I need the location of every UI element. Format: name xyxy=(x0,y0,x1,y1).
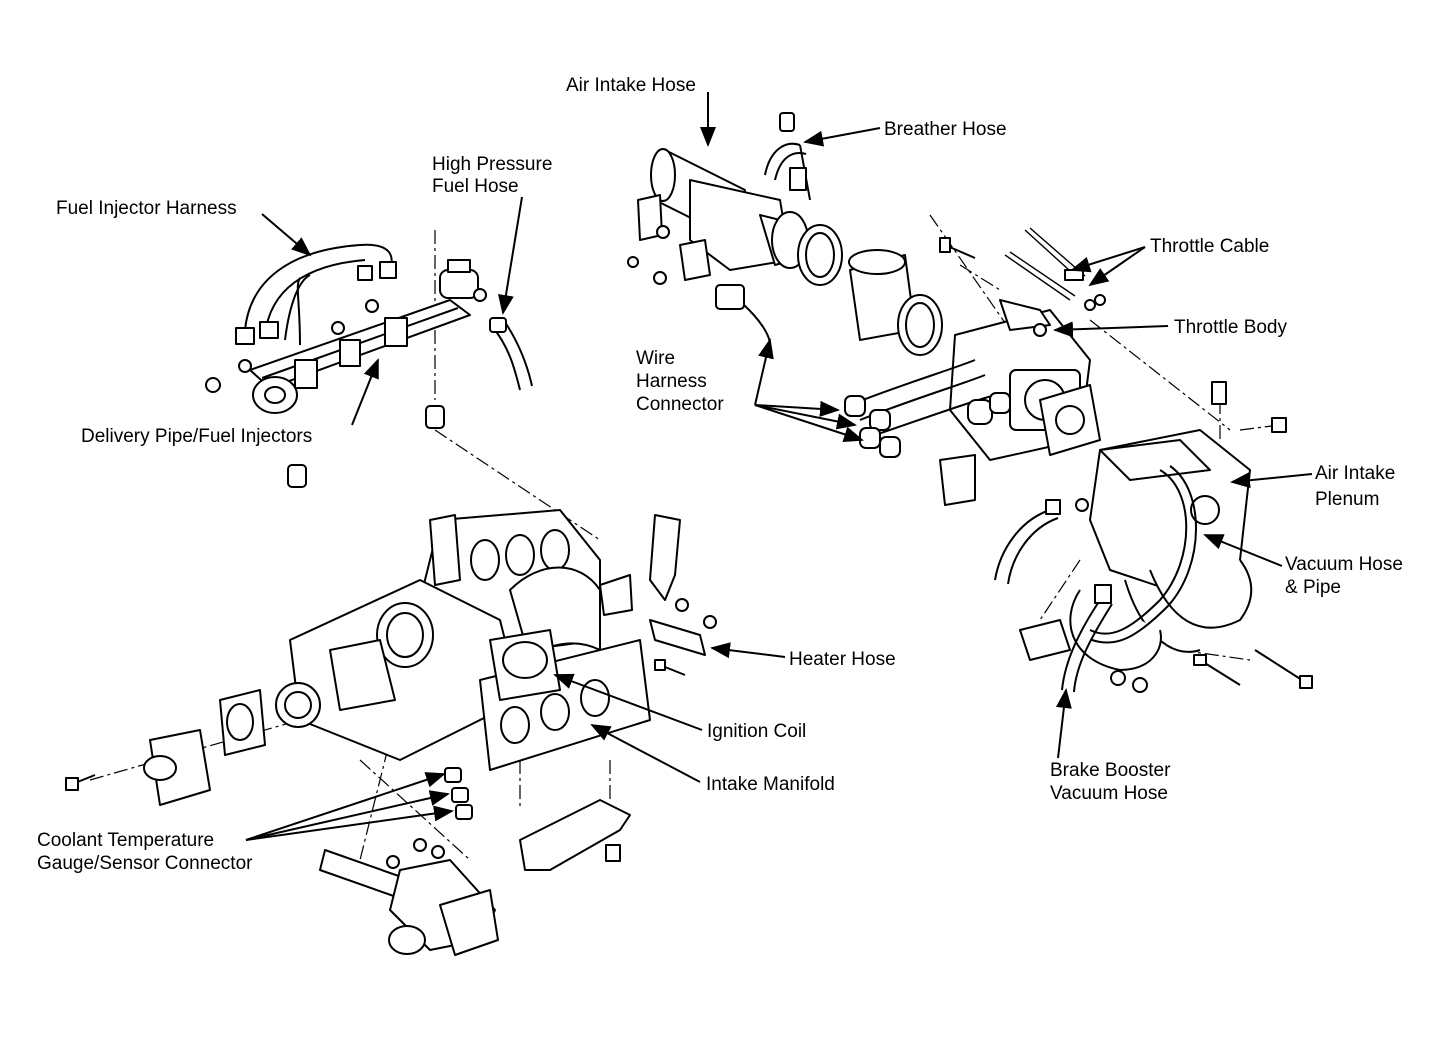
label-wire-harness-connector-line1: Wire xyxy=(636,348,675,369)
label-air-intake-plenum-line1: Air Intake xyxy=(1315,463,1395,484)
label-throttle-body: Throttle Body xyxy=(1174,317,1287,338)
label-breather-hose: Breather Hose xyxy=(884,119,1007,140)
label-heater-hose: Heater Hose xyxy=(789,649,896,670)
label-fuel-injector-harness: Fuel Injector Harness xyxy=(56,198,237,219)
label-brake-booster-vacuum-hose-line2: Vacuum Hose xyxy=(1050,783,1168,804)
label-brake-booster-vacuum-hose-line1: Brake Booster xyxy=(1050,760,1171,781)
air-intake-hose-assembly xyxy=(627,112,943,356)
label-wire-harness-connector-line2: Harness xyxy=(636,371,707,392)
label-high-pressure-fuel-hose-line1: High Pressure xyxy=(432,154,552,175)
label-coolant-temperature-line2: Gauge/Sensor Connector xyxy=(37,853,253,874)
label-high-pressure-fuel-hose-line2: Fuel Hose xyxy=(432,176,519,197)
fuel-delivery-assembly xyxy=(205,243,533,488)
label-delivery-pipe-fuel-injectors: Delivery Pipe/Fuel Injectors xyxy=(81,426,312,447)
callout-labels: Air Intake Hose Breather Hose High Press… xyxy=(37,75,1403,874)
label-intake-manifold: Intake Manifold xyxy=(706,774,835,795)
label-air-intake-hose: Air Intake Hose xyxy=(566,75,696,96)
intake-manifold-assembly xyxy=(65,509,717,956)
air-intake-plenum-assembly xyxy=(994,381,1313,693)
label-ignition-coil: Ignition Coil xyxy=(707,721,806,742)
throttle-body-assembly xyxy=(844,227,1106,506)
label-coolant-temperature-line1: Coolant Temperature xyxy=(37,830,214,851)
label-throttle-cable: Throttle Cable xyxy=(1150,236,1269,257)
leader-lines xyxy=(245,92,1313,841)
label-vacuum-hose-pipe-line1: Vacuum Hose xyxy=(1285,554,1403,575)
label-wire-harness-connector-line3: Connector xyxy=(636,394,724,415)
label-vacuum-hose-pipe-line2: & Pipe xyxy=(1285,577,1341,598)
label-air-intake-plenum-line2: Plenum xyxy=(1315,489,1379,510)
